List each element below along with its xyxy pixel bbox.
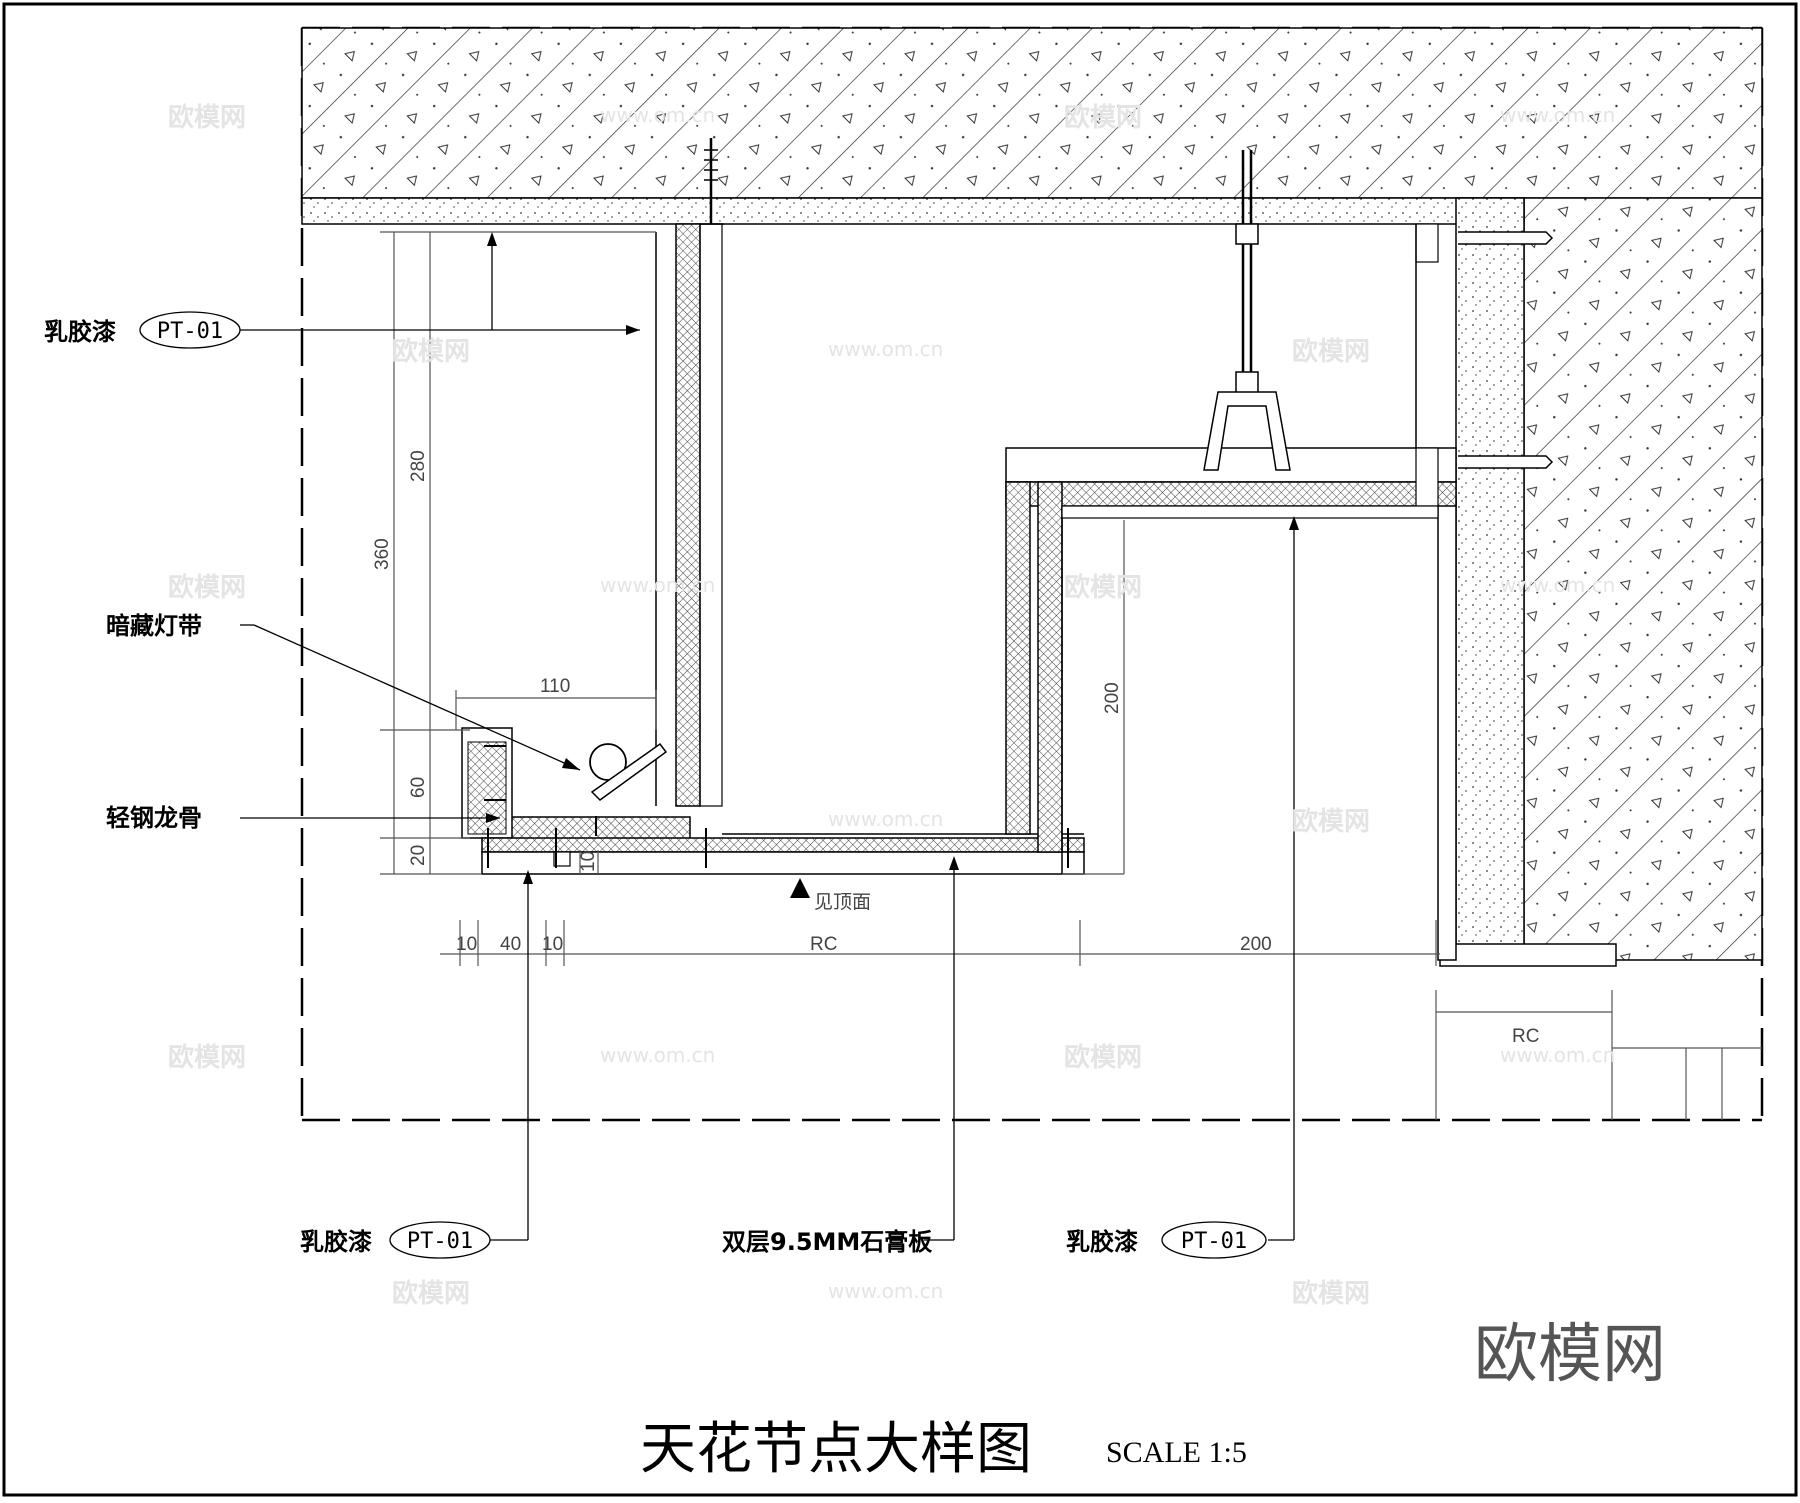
drawing-title: 天花节点大样图 xyxy=(640,1417,1032,1482)
dim-rc-right: RC xyxy=(1512,1026,1539,1047)
watermark: 欧模网 xyxy=(392,1278,470,1309)
tag-pt01-top-left: PT-01 xyxy=(157,319,223,344)
watermark: www.om.cn xyxy=(828,1279,943,1303)
tag-pt01-bottom-left: PT-01 xyxy=(407,1229,473,1254)
drawing-scale: SCALE 1:5 xyxy=(1106,1436,1247,1469)
tag-oval-bottom-right xyxy=(1161,1221,1267,1259)
watermark: www.om.cn xyxy=(828,807,943,831)
dim-h-rc: RC xyxy=(810,934,837,955)
watermark: www.om.cn xyxy=(1500,1043,1615,1067)
step-vertical-board xyxy=(1005,481,1031,835)
dim-h200: 200 xyxy=(1240,934,1272,955)
keel-channel-left xyxy=(699,223,723,807)
site-logo: 欧模网 xyxy=(1474,1318,1666,1392)
dim-h40: 40 xyxy=(500,934,521,955)
dim-20: 20 xyxy=(408,845,429,866)
bottom-gypsum-board-1 xyxy=(481,837,1085,853)
dim-110: 110 xyxy=(540,676,570,697)
watermark: www.om.cn xyxy=(600,103,715,127)
dimension-lines xyxy=(380,231,1762,1120)
label-see-ceiling: 见顶面 xyxy=(814,892,871,913)
watermark: www.om.cn xyxy=(1500,103,1615,127)
label-paint-bottom-left: 乳胶漆 xyxy=(300,1228,372,1256)
wall-board-finish xyxy=(1437,499,1457,961)
hanger-bracket xyxy=(1203,391,1291,471)
label-paint-bottom-right: 乳胶漆 xyxy=(1066,1228,1138,1256)
concrete-wall xyxy=(1523,197,1763,961)
leader-lines xyxy=(240,236,1295,1241)
concrete-slab xyxy=(301,27,1763,199)
watermark: www.om.cn xyxy=(600,573,715,597)
label-light-steel-keel: 轻钢龙骨 xyxy=(106,804,202,832)
vertical-gypsum-board-left xyxy=(675,223,701,807)
watermarks: 欧模网 www.om.cn 欧模网 www.om.cn 欧模网 www.om.c… xyxy=(168,102,1615,1309)
watermark: 欧模网 xyxy=(168,572,246,603)
watermark: 欧模网 xyxy=(168,1042,246,1073)
upper-step-keel xyxy=(1005,447,1457,483)
dim-60: 60 xyxy=(408,777,429,798)
screws xyxy=(484,745,1069,868)
wall-base-strip xyxy=(1439,943,1617,967)
label-gypsum-board: 双层9.5MM石膏板 xyxy=(722,1228,933,1256)
tag-pt01-bottom-right: PT-01 xyxy=(1181,1229,1247,1254)
watermark: 欧模网 xyxy=(168,102,246,133)
tag-oval-bottom-left xyxy=(389,1221,491,1259)
dim-360: 360 xyxy=(372,538,393,570)
watermark: www.om.cn xyxy=(828,337,943,361)
dim-200-vertical: 200 xyxy=(1102,682,1123,714)
ceiling-plaster-layer xyxy=(301,197,1525,225)
watermark: 欧模网 xyxy=(1292,336,1370,367)
watermark: 欧模网 xyxy=(1064,1042,1142,1073)
upper-step-board xyxy=(1005,481,1457,507)
bottom-gypsum-board-2 xyxy=(481,851,1085,875)
wall-plaster-layer xyxy=(1455,197,1525,961)
watermark: www.om.cn xyxy=(1500,573,1615,597)
watermark: www.om.cn xyxy=(600,1043,715,1067)
label-hidden-light: 暗藏灯带 xyxy=(106,612,202,640)
dim-h10-a: 10 xyxy=(456,934,477,955)
watermark: 欧模网 xyxy=(1064,572,1142,603)
dim-10-small: 10 xyxy=(578,851,599,872)
dim-h10-b: 10 xyxy=(542,934,563,955)
watermark: 欧模网 xyxy=(1292,806,1370,837)
dim-280: 280 xyxy=(408,450,429,482)
watermark: 欧模网 xyxy=(1064,102,1142,133)
tag-oval-top-left xyxy=(139,311,241,349)
light-trough-board xyxy=(509,816,691,840)
watermark: 欧模网 xyxy=(1292,1278,1370,1309)
see-ceiling-marker xyxy=(790,878,810,898)
watermark: 欧模网 xyxy=(392,336,470,367)
label-paint-top-left: 乳胶漆 xyxy=(44,318,116,346)
